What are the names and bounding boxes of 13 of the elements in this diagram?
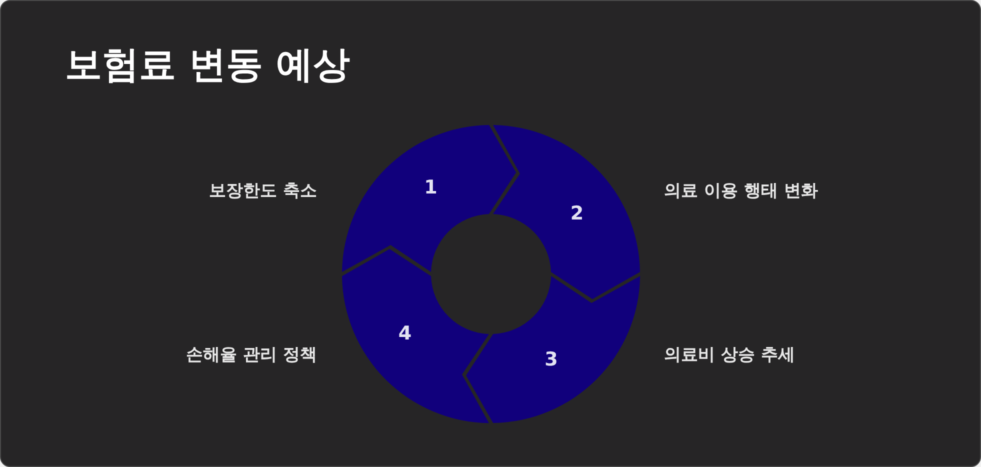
step-label: 손해율 관리 정책 — [186, 344, 317, 366]
diagram-title: 보험료 변동 예상 — [65, 43, 350, 88]
arrow-segment — [466, 276, 640, 423]
step-label: 의료비 상승 추세 — [664, 344, 795, 366]
arrow-segment — [342, 248, 489, 423]
arrow-segment — [492, 125, 640, 300]
step-number: 4 — [398, 324, 412, 344]
step-label: 의료 이용 행태 변화 — [664, 180, 818, 202]
step-label: 보장한도 축소 — [209, 180, 317, 202]
step-number: 1 — [424, 178, 438, 198]
step-number: 2 — [570, 204, 584, 224]
step-number: 3 — [544, 350, 558, 370]
arrow-segment — [342, 125, 516, 272]
